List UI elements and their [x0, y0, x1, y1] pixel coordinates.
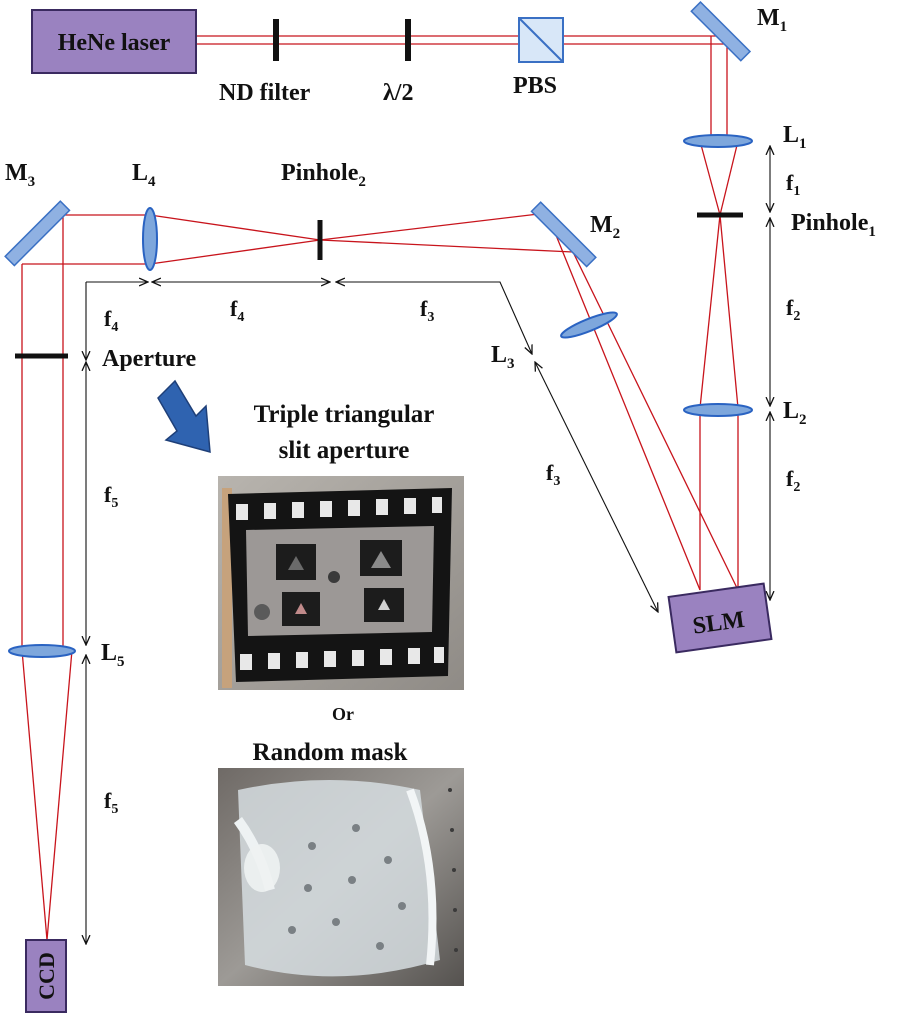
focal-f4-mid: f4: [230, 296, 244, 325]
lens-l4-label: L4: [132, 160, 156, 190]
triple-aperture-photo: [218, 476, 464, 690]
pinhole-1-label: Pinhole1: [791, 210, 876, 240]
focal-f4-left: f4: [104, 306, 118, 335]
nd-filter-label: ND filter: [219, 80, 311, 106]
focal-f2-lower: f2: [786, 466, 800, 495]
lens-l1: [683, 134, 753, 148]
pbs-label: PBS: [513, 73, 557, 99]
laser-box: [31, 9, 197, 74]
mirror-m3: [4, 200, 71, 267]
laser-source: HeNe laser: [31, 9, 197, 74]
triple-aperture-title-line2: slit aperture: [279, 437, 410, 464]
lens-l5: [8, 644, 76, 658]
focal-f3-upper: f3: [420, 296, 434, 325]
mirror-m1: [690, 0, 752, 62]
half-wave-plate: [405, 19, 411, 61]
or-label: Or: [332, 704, 354, 724]
lens-l3-label: L3: [491, 342, 515, 372]
mirror-m2: [530, 201, 597, 268]
lens-l4: [142, 207, 158, 271]
pointer-arrow: [157, 379, 211, 454]
mirror-m2-label: M2: [590, 212, 620, 242]
ccd-label: CCD: [34, 952, 59, 1000]
mirror-m1-label: M1: [757, 5, 787, 35]
pinhole-2-label: Pinhole2: [281, 160, 366, 190]
focal-f5-upper: f5: [104, 482, 118, 511]
triple-aperture-title-line1: Triple triangular: [254, 401, 435, 428]
focal-f1: f1: [786, 170, 800, 199]
nd-filter: [273, 19, 279, 61]
slm-device: SLM: [667, 582, 773, 654]
random-mask-title: Random mask: [253, 739, 408, 766]
lens-l1-label: L1: [783, 122, 807, 152]
focal-f5-lower: f5: [104, 788, 118, 817]
random-mask-photo: [218, 768, 464, 986]
lens-l2-label: L2: [783, 398, 807, 428]
aperture-label: Aperture: [102, 346, 197, 372]
lens-l3: [560, 311, 618, 339]
laser-beam: [21, 35, 739, 941]
polarizing-beam-splitter: [518, 17, 564, 63]
lens-l5-label: L5: [101, 640, 125, 670]
half-wave-plate-label: λ/2: [383, 80, 413, 106]
mirror-m3-label: M3: [5, 160, 35, 190]
focal-f2-upper: f2: [786, 295, 800, 324]
lens-l2: [683, 403, 753, 417]
dimension-lines: [86, 146, 770, 944]
ccd-camera: CCD: [25, 939, 67, 1013]
focal-f3-lower: f3: [546, 460, 560, 489]
laser-label: HeNe laser: [58, 30, 171, 56]
